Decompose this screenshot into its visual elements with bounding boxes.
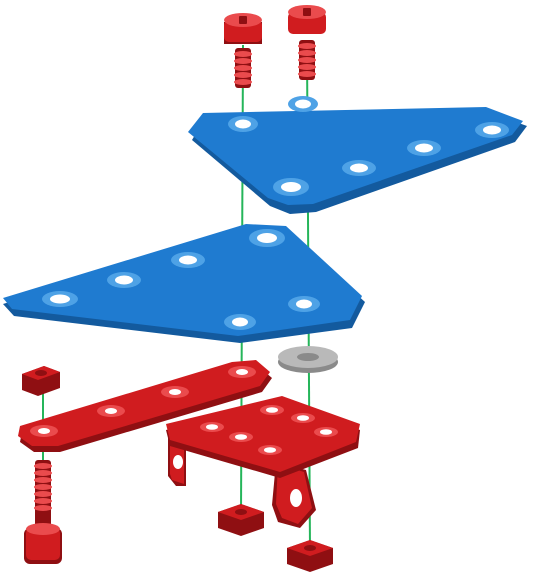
square-nut-left-top bbox=[22, 366, 60, 396]
blue-plate-bottom-face bbox=[3, 224, 362, 336]
plate-hole bbox=[483, 125, 501, 135]
plate-hole bbox=[232, 317, 248, 327]
screw-bottom-left bbox=[24, 460, 62, 564]
red-strip bbox=[18, 360, 272, 452]
gray-washer bbox=[278, 346, 338, 373]
plate-hole bbox=[50, 294, 70, 304]
plate-hole bbox=[295, 99, 311, 109]
red-strip-face bbox=[18, 360, 270, 446]
blue-plate-top bbox=[188, 96, 527, 214]
plate-hole bbox=[281, 182, 301, 192]
plate-hole bbox=[257, 233, 277, 243]
plate-hole bbox=[115, 275, 133, 285]
plate-hole bbox=[296, 299, 312, 309]
square-nut-bottom-right bbox=[287, 540, 333, 572]
plate-hole bbox=[415, 143, 433, 153]
blue-plate-top-face bbox=[188, 107, 523, 205]
plate-hole bbox=[235, 119, 251, 129]
screw-top-left bbox=[224, 13, 262, 88]
plate-hole bbox=[179, 255, 197, 265]
blue-plate-bottom bbox=[3, 224, 365, 343]
plate-hole bbox=[350, 163, 368, 173]
red-angle-bracket bbox=[166, 396, 360, 528]
square-nut-bottom-mid bbox=[218, 504, 264, 536]
screw-top-right bbox=[288, 5, 326, 80]
